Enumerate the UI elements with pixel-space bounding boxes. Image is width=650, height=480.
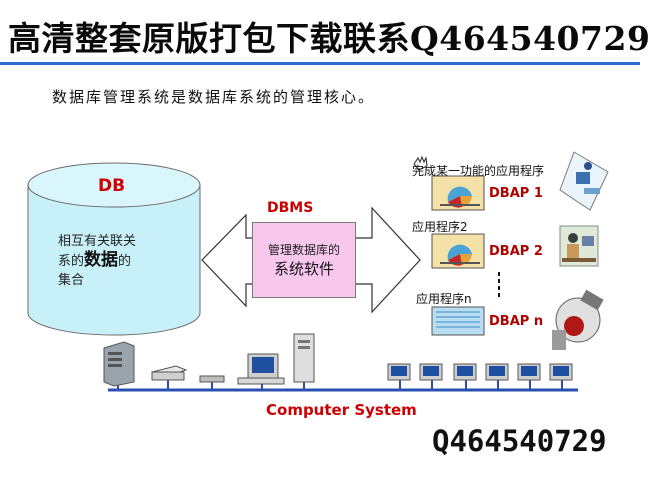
slide-subtitle: 数据库管理系统是数据库系统的管理核心。 [52,88,376,106]
db-desc-line2-post: 的 [118,254,132,269]
app2-label: 应用程序2 [412,220,468,234]
db-desc-line1: 相互有关联关 [58,234,137,249]
dbapn-name: DBAP n [489,314,544,329]
db-desc-line2: 系的数据的 [58,251,136,271]
database-cylinder [27,162,201,336]
tower-pc-icon [293,333,315,383]
app-box-n [431,306,485,336]
db-desc-line2-pre: 系的 [58,254,85,269]
watermark: Q464540729 [432,424,607,458]
user-at-computer-icon [559,151,609,211]
db-description: 相互有关联关 系的数据的 集合 [58,232,136,290]
workstation-icon [237,353,285,385]
printer-icon [150,365,188,381]
app-box-2 [431,233,485,269]
dbap1-name: DBAP 1 [489,186,543,201]
dbap2-name: DBAP 2 [489,244,543,259]
title-divider [0,62,640,65]
appn-label: 应用程序n [416,292,472,306]
server-icon [103,341,135,387]
dbms-line2: 系统软件 [273,260,334,278]
db-title: DB [98,176,126,196]
hub-icon [199,375,225,383]
computer-system-label: Computer System [266,401,417,419]
app1-label: 完成某一功能的应用程序 [412,164,545,178]
dbms-label: DBMS [267,200,314,216]
hand-pointer-icon [413,155,428,171]
robot-arm-icon [552,289,604,350]
office-worker-icon [559,225,599,267]
client-pcs [387,363,573,381]
db-desc-line3: 集合 [58,273,85,288]
app-box-1 [431,175,485,211]
dbms-box: 管理数据库的 系统软件 [252,222,356,298]
slide-title: 高清整套原版打包下载联系Q464540729 [8,19,650,58]
db-desc-line2-big: 数据 [84,250,119,270]
dbms-line1: 管理数据库的 [267,243,340,257]
